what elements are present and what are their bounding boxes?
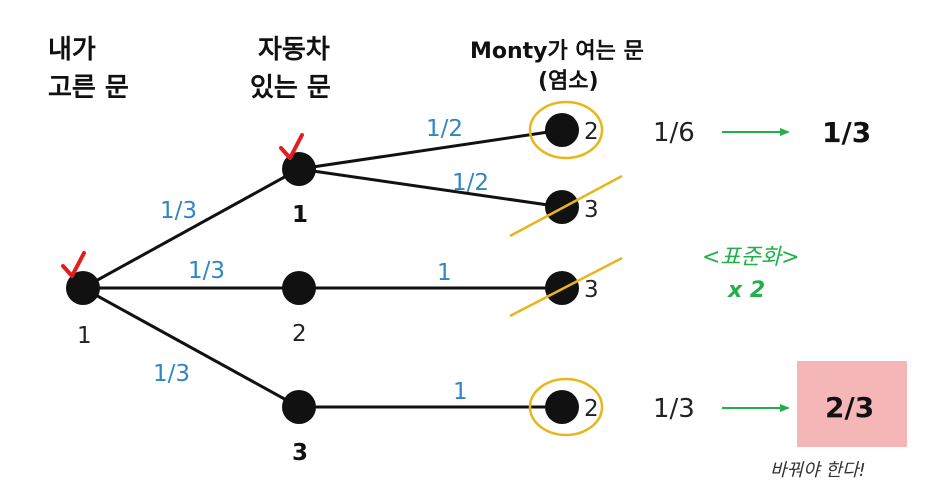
- header-car-door-line1: 자동차: [258, 35, 330, 65]
- result-bottom-prob: 1/3: [653, 394, 695, 424]
- node-label-root: 1: [77, 323, 92, 349]
- prob-label-car3-open2: 1: [453, 379, 468, 405]
- header-my-pick-line1: 내가: [48, 35, 96, 65]
- node-label-open-c: 3: [584, 277, 599, 303]
- prob-label-root-car1: 1/3: [160, 198, 197, 224]
- prob-label-car1-open2: 1/2: [426, 116, 463, 142]
- arrow-icon-top: [722, 128, 790, 136]
- edge-root-car3: [82, 286, 300, 409]
- node-label-open-a: 2: [584, 119, 599, 145]
- header-my-pick-line2: 고른 문: [48, 73, 129, 103]
- node-open-d: [545, 390, 579, 424]
- node-label-open-b: 3: [584, 197, 599, 223]
- strike-line-open-c: [509, 256, 623, 318]
- edge-car1-open2: [298, 128, 563, 171]
- header-car-door-line2: 있는 문: [250, 73, 331, 103]
- node-root: [66, 271, 100, 305]
- node-car2: [282, 271, 316, 305]
- node-label-open-d: 2: [584, 396, 599, 422]
- tree-edges: [82, 128, 563, 409]
- node-car1: [282, 152, 316, 186]
- arrow-icon-bottom: [722, 404, 790, 412]
- node-open-a: [545, 113, 579, 147]
- result-top-normalized: 1/3: [822, 116, 871, 149]
- prob-label-car1-open3: 1/2: [452, 170, 489, 196]
- header-monty-line2: (염소): [538, 69, 599, 94]
- header-monty-line1: Monty가 여는 문: [470, 39, 644, 64]
- edge-root-car1: [82, 167, 300, 290]
- node-car3: [282, 390, 316, 424]
- prob-label-root-car2: 1/3: [188, 258, 225, 284]
- highlight-ring-top: [528, 100, 604, 160]
- result-bottom-normalized: 2/3: [825, 391, 874, 424]
- highlight-ring-bottom: [528, 377, 604, 437]
- normalize-factor: x 2: [727, 278, 765, 303]
- node-label-car3: 3: [292, 440, 308, 466]
- node-label-car2: 2: [292, 321, 307, 347]
- tree-nodes: [66, 113, 579, 424]
- check-icon-root: [61, 251, 86, 278]
- check-icon-car1: [279, 133, 304, 160]
- result-top-prob: 1/6: [653, 118, 695, 148]
- result-highlight-box: [797, 361, 907, 447]
- node-label-car1: 1: [292, 202, 308, 228]
- prob-label-root-car3: 1/3: [153, 361, 190, 387]
- prob-label-car2-open3: 1: [437, 260, 452, 286]
- edge-car1-open3: [298, 167, 563, 209]
- conclusion-note: 바꿔야 한다!: [770, 460, 866, 481]
- normalize-label: <표준화>: [702, 245, 800, 270]
- strike-line-open-b: [509, 174, 623, 238]
